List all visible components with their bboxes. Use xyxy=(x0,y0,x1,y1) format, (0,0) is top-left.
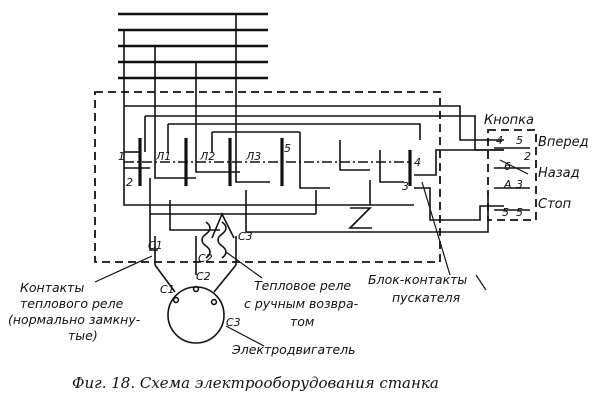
button-labels: Кнопка 4 5 2 6 А 3 5 5 Вперед Назад Стоп xyxy=(484,113,589,219)
label-2: 2 xyxy=(126,176,133,189)
label-l2: Л2 xyxy=(199,150,215,163)
callout-line-1: Блок-контакты xyxy=(368,272,467,287)
label-1: 1 xyxy=(118,150,125,163)
callout-line-3: том xyxy=(290,314,314,329)
button-term-3: 3 xyxy=(516,178,523,191)
callout-motor: Электродвигатель xyxy=(231,342,356,357)
motor-terminal-labels: С1 С2 С3 С1 С2 С3 xyxy=(148,230,253,329)
button-block xyxy=(487,129,537,221)
label-3: 3 xyxy=(402,180,409,193)
callout-thermal-relay: Тепловое реле с ручным возвра- том xyxy=(244,278,359,329)
button-term-4: 4 xyxy=(496,134,503,147)
label-4: 4 xyxy=(414,156,421,169)
label-c3-upper: С3 xyxy=(238,230,253,243)
label-c1-upper: С1 xyxy=(148,239,163,252)
control-wiring-bottom xyxy=(123,149,504,233)
button-title: Кнопка xyxy=(484,113,534,128)
label-c2: С2 xyxy=(196,270,211,283)
button-term-5c: 5 xyxy=(516,206,523,219)
label-c2-upper: С2 xyxy=(198,252,213,265)
label-forward: Вперед xyxy=(538,135,589,150)
label-c3: С3 xyxy=(226,316,241,329)
callout-aux-contacts: Блок-контакты пускателя xyxy=(368,272,467,305)
contactor-contacts xyxy=(123,140,404,189)
label-stop: Стоп xyxy=(538,197,572,212)
label-l3: Л3 xyxy=(245,150,261,163)
control-wiring-top xyxy=(124,105,504,152)
interlock-contact xyxy=(348,207,372,229)
callout-thermal-contacts: Контакты теплового реле (нормально замкн… xyxy=(8,280,141,343)
callout-line-2: пускателя xyxy=(392,290,461,305)
callout-line-1: Тепловое реле xyxy=(254,278,351,293)
callout-line-3: (нормально замкну- xyxy=(8,312,141,327)
label-l1: Л1 xyxy=(155,150,171,163)
callout-line-2: теплового реле xyxy=(20,296,124,311)
button-term-a: А xyxy=(503,178,512,191)
label-back: Назад xyxy=(538,166,580,181)
callout-line-4: тые) xyxy=(68,328,98,343)
callout-line-1: Контакты xyxy=(20,280,84,295)
supply-bus xyxy=(118,12,268,80)
figure-caption: Фиг. 18. Схема электрооборудования станк… xyxy=(72,374,439,392)
label-c1: С1 xyxy=(160,283,175,296)
contactor-labels: 1 2 Л1 Л2 Л3 5 4 3 xyxy=(118,142,421,193)
button-term-2: 2 xyxy=(524,150,531,163)
motor-feed xyxy=(154,236,237,293)
callout-leaders xyxy=(94,181,487,347)
electric-motor-icon xyxy=(167,286,225,344)
enclosure-boundary xyxy=(94,91,441,263)
label-5: 5 xyxy=(284,142,291,155)
callout-line-2: с ручным возвра- xyxy=(244,296,359,311)
button-term-5a: 5 xyxy=(516,134,523,147)
button-term-5b: 5 xyxy=(502,206,509,219)
feed-wires xyxy=(123,14,237,153)
button-term-6: 6 xyxy=(504,160,511,173)
